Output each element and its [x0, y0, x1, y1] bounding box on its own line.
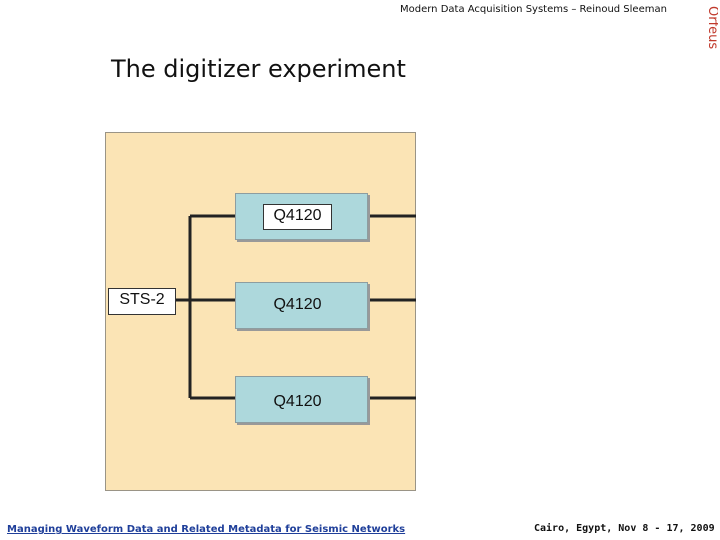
svg-text:Orfeus: Orfeus: [705, 6, 718, 49]
sensor-label: STS-2: [108, 288, 176, 315]
orfeus-logo: Orfeus: [705, 6, 718, 49]
slide-title: The digitizer experiment: [111, 55, 406, 83]
digitizer-label-1: Q4120: [263, 204, 332, 230]
digitizer-label-2: Q4120: [273, 296, 322, 313]
slide-header: Modern Data Acquisition Systems – Reinou…: [400, 4, 667, 15]
digitizer-label-3: Q4120: [273, 393, 322, 410]
digitizer-box-2: [235, 282, 368, 329]
digitizer-box-3: [235, 376, 368, 423]
footer-location-date: Cairo, Egypt, Nov 8 - 17, 2009: [534, 523, 715, 534]
footer-course-link[interactable]: Managing Waveform Data and Related Metad…: [7, 524, 406, 535]
